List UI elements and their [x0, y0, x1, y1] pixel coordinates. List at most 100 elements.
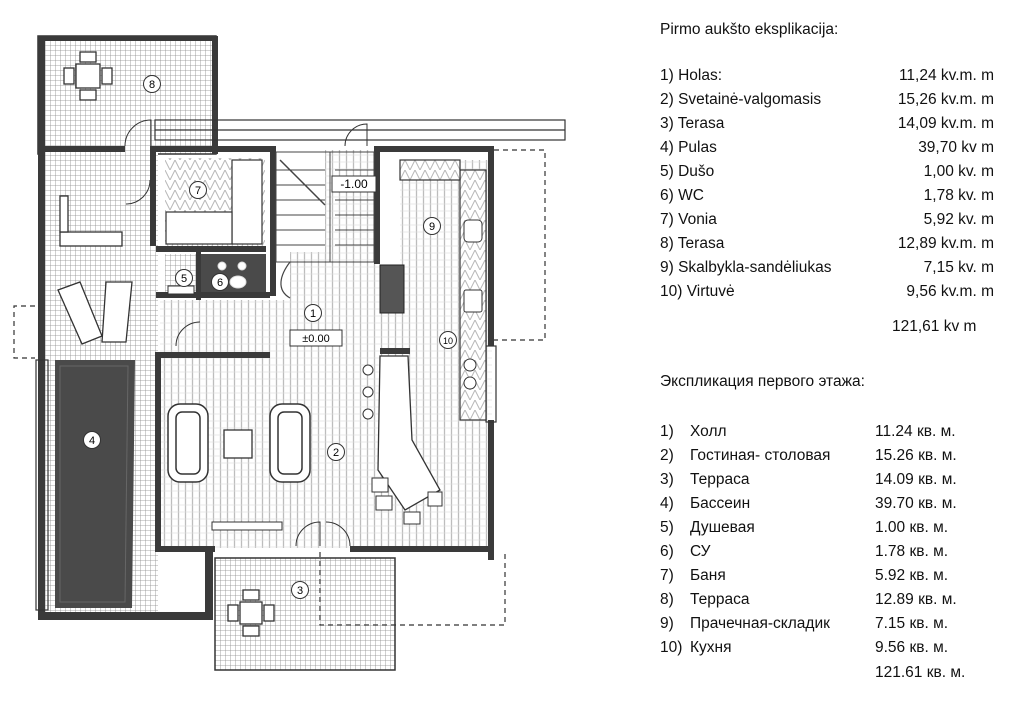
- legend-lt-room-name: 4) Pulas: [660, 139, 717, 156]
- room-marker-8: 8: [143, 75, 161, 93]
- room-marker-circle: [175, 269, 193, 287]
- legend-ru-room-number: 8): [660, 591, 674, 608]
- room-marker-4: 4: [83, 431, 101, 449]
- legend-ru-row: 6) СУ 1.78 кв. м.: [660, 540, 990, 564]
- room-marker-circle: [189, 181, 207, 199]
- room-marker-number: 3: [297, 585, 303, 597]
- legend-ru-room-name: Терраса: [690, 471, 750, 488]
- legend-ru-room-area: 11.24 кв. м.: [875, 423, 956, 440]
- coffee-table: [223, 429, 253, 459]
- room-marker-3: 3: [291, 581, 309, 599]
- legend-lt-row: 6) WC 1,78 kv. m: [660, 184, 1000, 208]
- legend-lithuanian: Pirmo aukšto eksplikacija: 1) Holas:11,2…: [660, 0, 1011, 350]
- shower-tray: [167, 285, 195, 295]
- room-marker-number: 7: [195, 185, 201, 197]
- legend-lt-room-name: 1) Holas:: [660, 67, 723, 84]
- room-marker-circle: [143, 75, 161, 93]
- legend-ru-room-area: 9.56 кв. м.: [875, 639, 949, 656]
- room-marker-number: 4: [89, 435, 95, 447]
- legend-lt-room-area: 14,09 kv.m. m: [897, 115, 994, 132]
- room-marker-10: 10: [439, 331, 457, 349]
- room-marker-6: 6: [211, 273, 229, 291]
- legend-lt-room-name: 7) Vonia: [660, 211, 717, 228]
- room-marker-number: 2: [333, 447, 339, 459]
- room-marker-circle: [83, 431, 101, 449]
- room-marker-number: 5: [181, 273, 187, 285]
- wc-floor: [200, 254, 266, 298]
- ground-level-label: ±0.00: [302, 333, 329, 345]
- room-marker-2: 2: [327, 443, 345, 461]
- terrace-8-floor: [37, 35, 217, 155]
- legend-ru-total: 121.61 кв. м.: [875, 664, 966, 681]
- room-marker-1: 1: [304, 304, 322, 322]
- legend-lt-room-area: 15,26 kv.m. m: [897, 91, 994, 108]
- legend-lt-row: 1) Holas:11,24 kv.m. m: [660, 64, 1000, 88]
- room-marker-number: 9: [429, 221, 435, 233]
- legend-ru-room-area: 14.09 кв. м.: [875, 471, 957, 488]
- pool: [55, 360, 135, 608]
- room-marker-circle: [304, 304, 322, 322]
- room-marker-circle: [291, 581, 309, 599]
- pool-inner: [59, 365, 129, 603]
- legend-lt-room-area: 1,00 kv. m: [923, 163, 994, 180]
- room-marker-circle: [423, 217, 441, 235]
- legend-lt-room-area: 1,78 kv. m: [923, 187, 994, 204]
- legend-lt-room-name: 9) Skalbykla-sandėliukas: [660, 259, 832, 276]
- door-swings: [124, 119, 368, 547]
- staircase: [275, 151, 375, 299]
- legend-ru-room-number: 7): [660, 567, 674, 584]
- wc-fixtures: [217, 261, 247, 289]
- legend-ru-room-number: 1): [660, 423, 674, 440]
- legend-ru-room-area: 1.78 кв. м.: [875, 543, 949, 560]
- sofa-left: [167, 403, 209, 483]
- sun-loungers: [57, 195, 133, 345]
- kitchen-island: [377, 355, 441, 511]
- room-marker-number: 1: [310, 308, 316, 320]
- legend-lt-row: 10) Virtuvė 9,56 kv.m. m: [660, 280, 1000, 304]
- room-marker-5: 5: [175, 269, 193, 287]
- stove: [379, 264, 405, 314]
- legend-ru-room-area: 39.70 кв. м.: [875, 495, 957, 512]
- legend-lt-room-name: 3) Terasa: [660, 115, 725, 132]
- legend-ru-room-name: Кухня: [690, 639, 732, 656]
- legend-ru-title: Экспликация первого этажа:: [660, 373, 865, 390]
- overhang-outline: [13, 149, 546, 626]
- legend-lt-room-name: 5) Dušo: [660, 163, 715, 180]
- legend-lt-room-area: 7,15 kv. m: [923, 259, 994, 276]
- legend-ru-room-number: 6): [660, 543, 674, 560]
- legend-lt-room-area: 39,70 kv m: [918, 139, 994, 156]
- legend-lt-room-area: 12,89 kv.m. m: [897, 235, 994, 252]
- legend-lt-room-name: 6) WC: [660, 187, 704, 204]
- legend-ru-room-area: 7.15 кв. м.: [875, 615, 949, 632]
- legend-ru-room-number: 5): [660, 519, 674, 536]
- legend-lt-room-area: 9,56 kv.m. m: [906, 283, 994, 300]
- legend-ru-room-number: 3): [660, 471, 674, 488]
- room-marker-number: 10: [443, 336, 453, 346]
- legend-lt-title: Pirmo aukšto eksplikacija:: [660, 21, 839, 38]
- tv-unit: [211, 521, 283, 531]
- legend-ru-room-area: 15.26 кв. м.: [875, 447, 957, 464]
- legend-ru-room-name: Бассеин: [690, 495, 751, 512]
- legend-ru-room-name: Баня: [690, 567, 726, 584]
- legend-ru-room-area: 5.92 кв. м.: [875, 567, 949, 584]
- walls: [38, 36, 494, 620]
- island-stools: [362, 358, 477, 525]
- sofa-right: [269, 403, 311, 483]
- legend-lt-room-name: 8) Terasa: [660, 235, 725, 252]
- room-marker-circle: [439, 331, 457, 349]
- legend-lt-total: 121,61 kv m: [892, 318, 977, 335]
- room-marker-circle: [327, 443, 345, 461]
- sauna-benches: [165, 159, 263, 245]
- legend-lt-room-name: 10) Virtuvė: [660, 283, 735, 300]
- room-marker-9: 9: [423, 217, 441, 235]
- legend-ru-room-name: СУ: [690, 543, 711, 560]
- legend-lt-row: 5) Dušo 1,00 kv. m: [660, 160, 1000, 184]
